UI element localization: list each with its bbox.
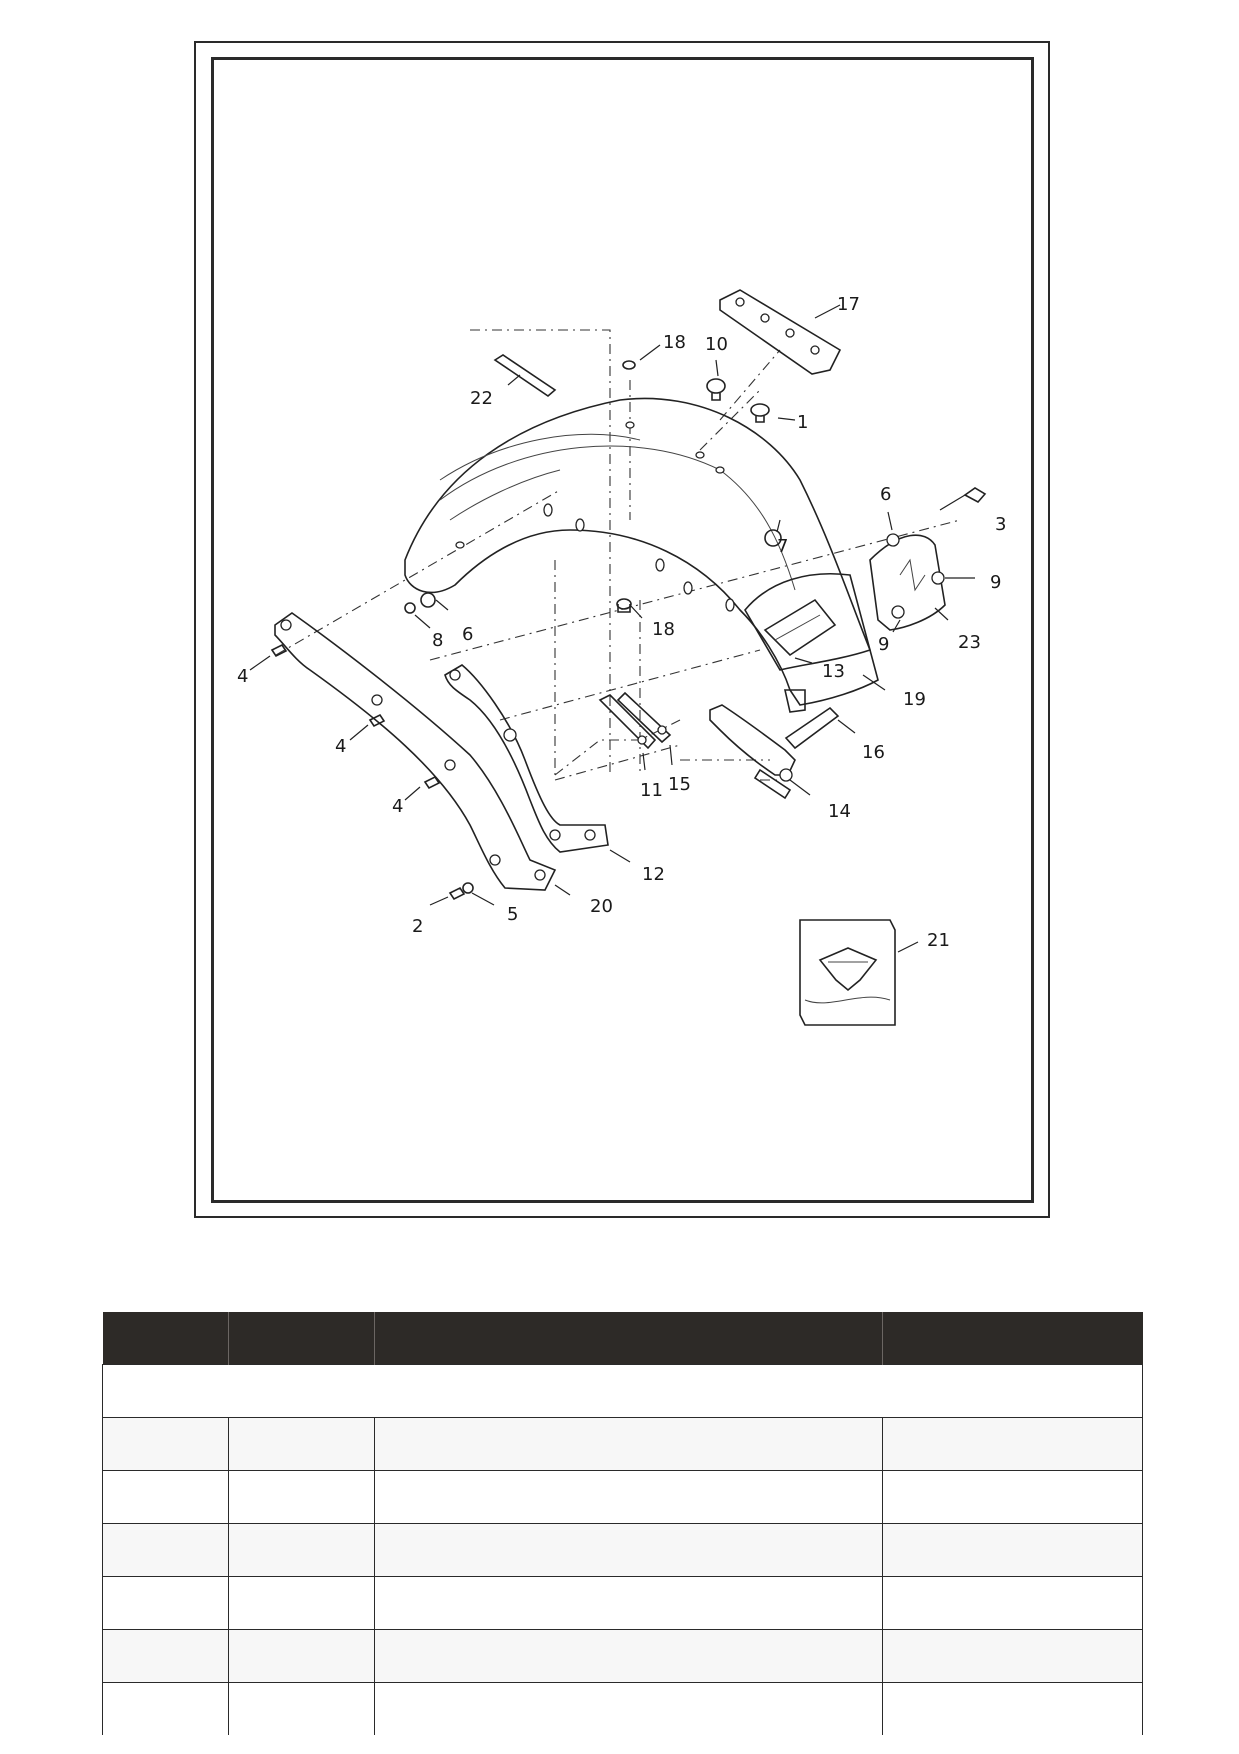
- callout-4: 4: [335, 736, 346, 757]
- table-cell: [102, 1523, 229, 1577]
- table-cell: [228, 1629, 375, 1683]
- table-cell: [228, 1417, 375, 1471]
- top-fasteners: [616, 360, 770, 613]
- callout-4: 4: [237, 666, 248, 687]
- rear-fender: [404, 397, 879, 713]
- group-cell: [102, 1364, 1143, 1418]
- table-row: [102, 1629, 1143, 1683]
- table-row: [102, 1523, 1143, 1577]
- callout-12: 12: [642, 864, 665, 885]
- diagram-outer-frame: [194, 41, 1050, 1218]
- hardware-fasteners: [270, 529, 782, 901]
- table-cell: [102, 1629, 229, 1683]
- table-cell: [882, 1576, 1143, 1630]
- header-cell: [228, 1312, 375, 1365]
- header-cell: [882, 1312, 1143, 1365]
- callout-10: 10: [705, 334, 728, 355]
- table-cell: [228, 1682, 375, 1735]
- table-cell: [374, 1576, 883, 1630]
- header-cell: [102, 1312, 229, 1365]
- callout-leaders: [249, 304, 975, 953]
- callout-15: 15: [668, 774, 691, 795]
- table-group-row: [102, 1364, 1143, 1418]
- assembly-center-lines: [275, 329, 961, 781]
- callout-4: 4: [392, 796, 403, 817]
- table-cell: [102, 1682, 229, 1735]
- callout-1: 1: [797, 412, 808, 433]
- table-cell: [102, 1576, 229, 1630]
- callout-20: 20: [590, 896, 613, 917]
- callout-17: 17: [837, 294, 860, 315]
- parts-table: [102, 1312, 1143, 1735]
- table-cell: [882, 1523, 1143, 1577]
- part-20-support-arm: [274, 612, 557, 891]
- callout-9: 9: [990, 572, 1001, 593]
- table-cell: [374, 1523, 883, 1577]
- table-cell: [228, 1523, 375, 1577]
- table-cell: [882, 1682, 1143, 1735]
- table-cell: [228, 1470, 375, 1524]
- part-12-inner-bar: [444, 664, 609, 853]
- callout-21: 21: [927, 930, 950, 951]
- callout-18: 18: [663, 332, 686, 353]
- part-17-plate: [719, 289, 842, 375]
- callout-13: 13: [822, 661, 845, 682]
- callout-11: 11: [640, 780, 663, 801]
- callout-7: 7: [777, 536, 788, 557]
- table-cell: [374, 1417, 883, 1471]
- parts-14-16: [709, 704, 840, 800]
- part-22-strip: [493, 354, 557, 398]
- callout-8: 8: [432, 630, 443, 651]
- table-cell: [882, 1629, 1143, 1683]
- table-row: [102, 1470, 1143, 1524]
- part-21-touch-up-kit: [799, 919, 896, 1026]
- table-cell: [374, 1629, 883, 1683]
- callout-2: 2: [412, 916, 423, 937]
- callout-labels: 1 2 3 4 4 4 5 6 6 7 8 9 9 10 11 12 13 14…: [237, 294, 1006, 951]
- callout-3: 3: [995, 514, 1006, 535]
- callout-6: 6: [462, 624, 473, 645]
- table-row: [102, 1576, 1143, 1630]
- table-row: [102, 1682, 1143, 1735]
- parts-11-15-links: [598, 691, 672, 750]
- table-cell: [882, 1417, 1143, 1471]
- callout-14: 14: [828, 801, 851, 822]
- callout-22: 22: [470, 388, 493, 409]
- header-cell: [374, 1312, 883, 1365]
- callout-16: 16: [862, 742, 885, 763]
- callout-18: 18: [652, 619, 675, 640]
- callout-19: 19: [903, 689, 926, 710]
- part-23-bracket: [869, 487, 987, 631]
- table-row: [102, 1417, 1143, 1471]
- diagram-inner-frame: [211, 57, 1034, 1203]
- table-cell: [882, 1470, 1143, 1524]
- table-cell: [228, 1576, 375, 1630]
- table-cell: [374, 1470, 883, 1524]
- table-cell: [102, 1417, 229, 1471]
- table-cell: [102, 1470, 229, 1524]
- callout-5: 5: [507, 904, 518, 925]
- table-cell: [374, 1682, 883, 1735]
- table-header-row: [102, 1312, 1143, 1365]
- callout-9: 9: [878, 634, 889, 655]
- callout-23: 23: [958, 632, 981, 653]
- callout-6: 6: [880, 484, 891, 505]
